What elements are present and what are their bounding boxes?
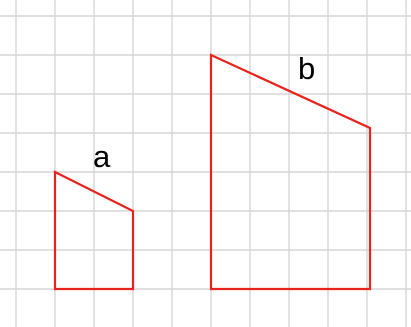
shape-b-label: b [298,51,315,86]
shape-a-outline [53,170,135,291]
shape-a-label: a [93,139,111,174]
shape-b-outline [209,53,372,291]
